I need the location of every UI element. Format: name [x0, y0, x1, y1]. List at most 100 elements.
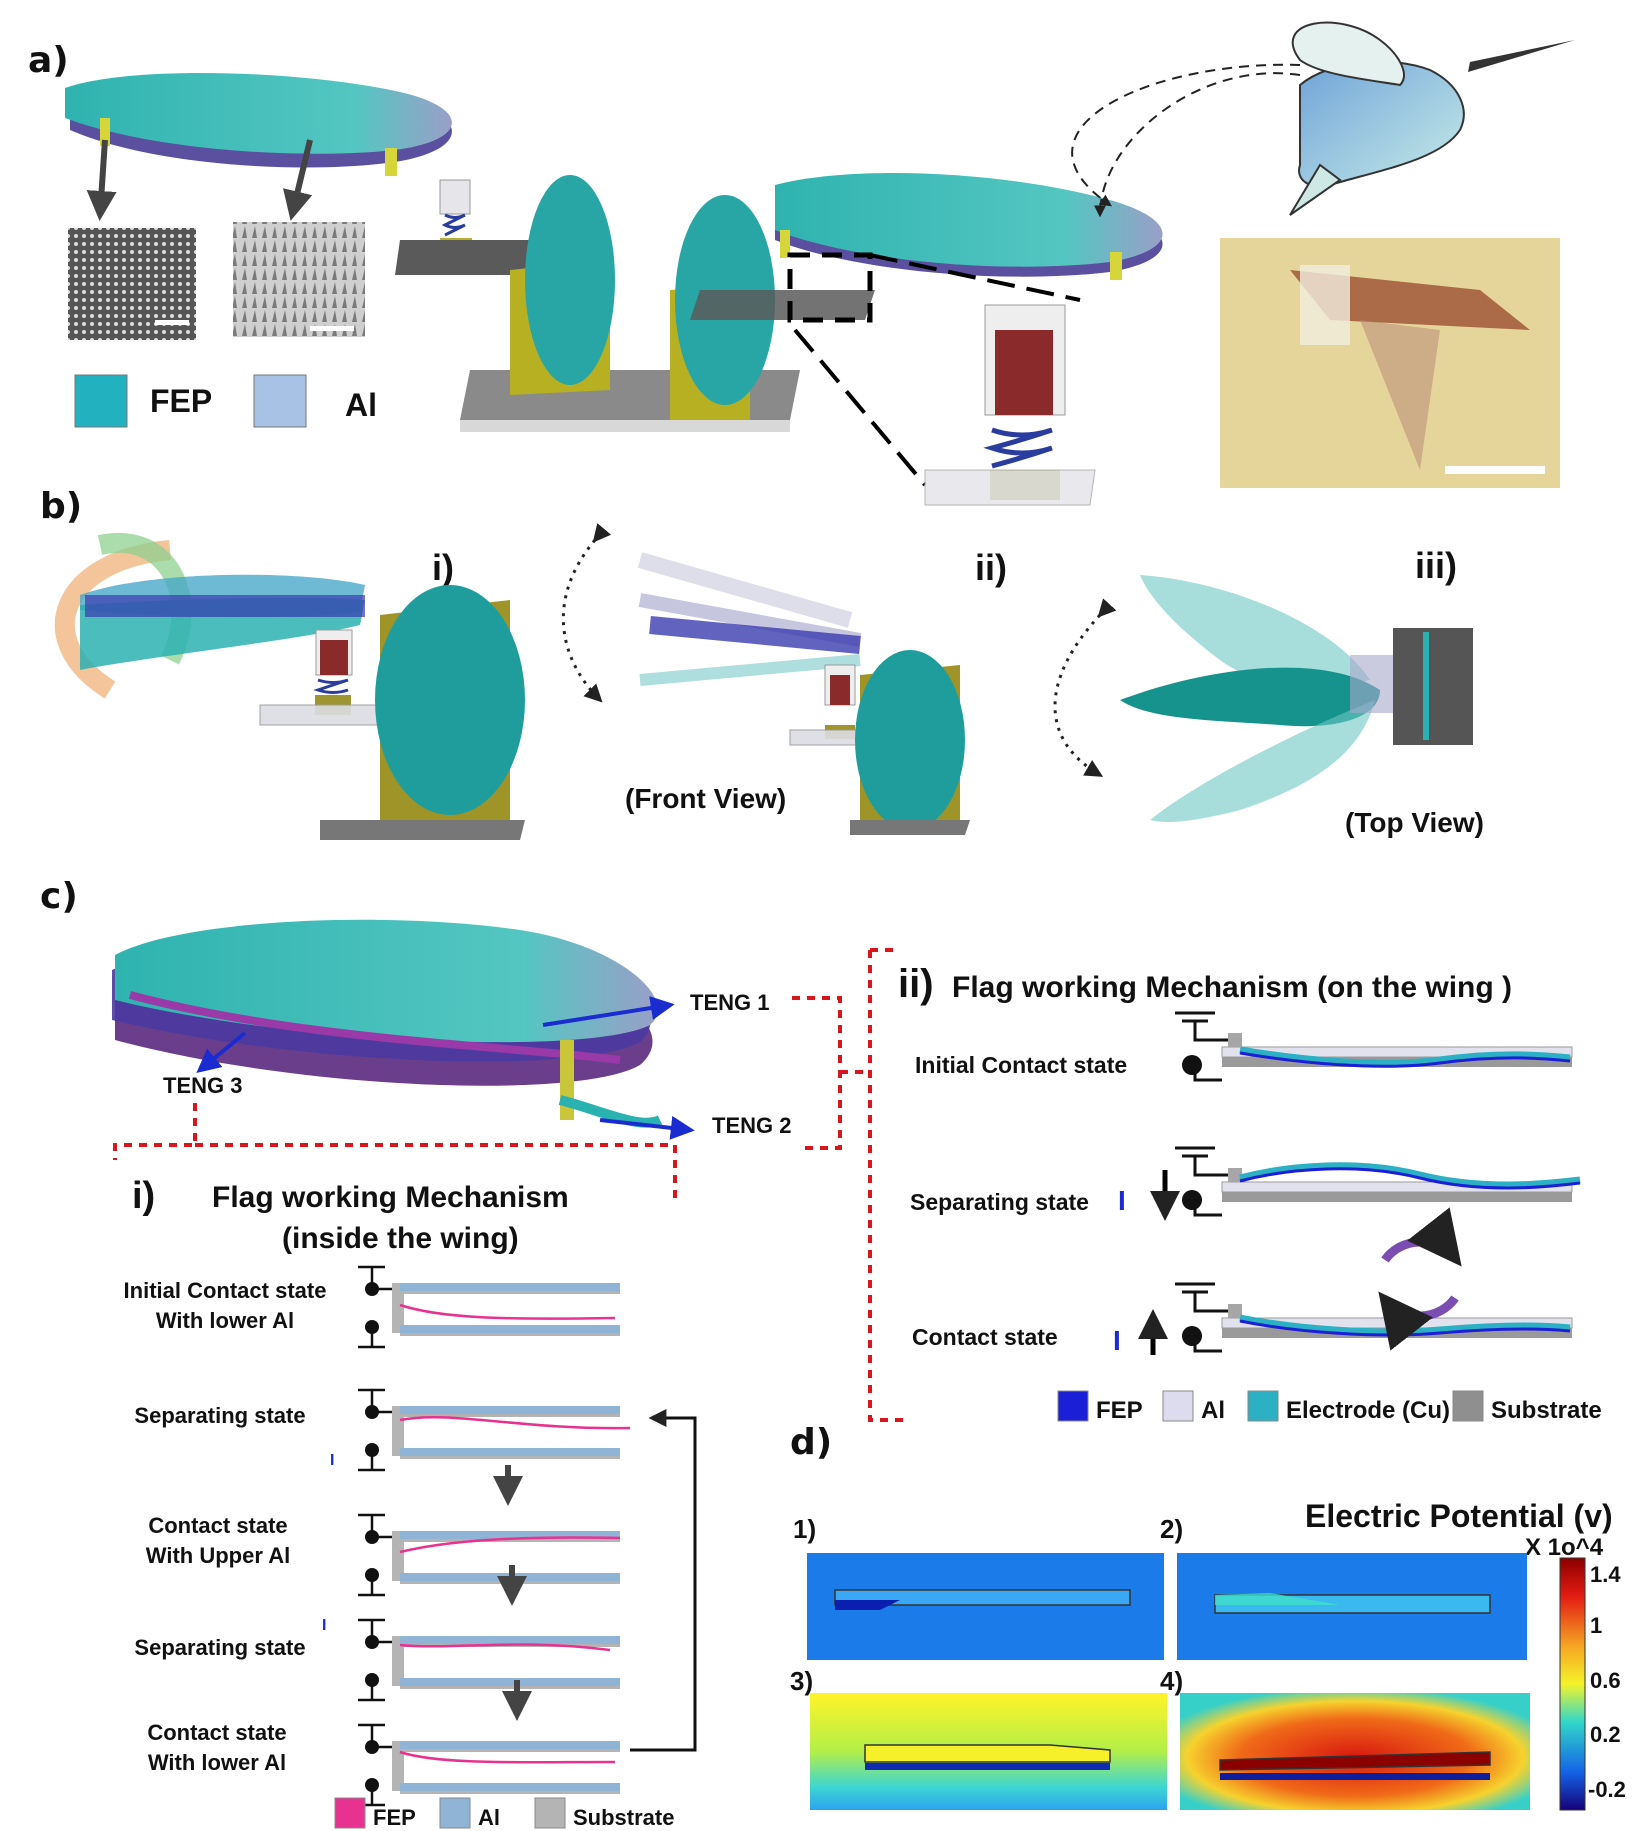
label-teng2: TENG 2: [712, 1113, 791, 1138]
colorbar-tick-2: 1: [1590, 1613, 1602, 1638]
panel-b-label-iii: iii): [1415, 545, 1457, 586]
state-i-4-line-1: Separating state: [134, 1635, 305, 1660]
subplot-label-3: 3): [790, 1666, 813, 1696]
legend-label-fep: FEP: [1096, 1397, 1143, 1424]
subplot-label-1: 1): [793, 1514, 816, 1544]
panel-b-label-ii: ii): [975, 547, 1007, 588]
panel-label-c: c): [40, 876, 78, 917]
wing-side-view-i: [80, 574, 525, 840]
state-i-1-line-1: Initial Contact state: [124, 1278, 327, 1303]
arrow-teng2: [599, 1115, 695, 1140]
legend-swatch-substrate: [1452, 1390, 1484, 1422]
sem-image-al: [233, 222, 365, 337]
state-i-1-line-2: With lower Al: [156, 1308, 294, 1333]
legend-label-substrate: Substrate: [573, 1805, 674, 1830]
label-teng3: TENG 3: [163, 1073, 242, 1098]
legend-swatch-fep: [1057, 1390, 1089, 1422]
state-i-5-line-2: With lower Al: [148, 1750, 286, 1775]
scale-bar: [1445, 466, 1545, 474]
subplot-label-2: 2): [1160, 1514, 1183, 1544]
potential-subplot-2: [1177, 1553, 1527, 1660]
state-i-5-line-1: Contact state: [147, 1720, 286, 1745]
state-ii-separating: Separating state: [910, 1189, 1089, 1215]
legend-swatch-al: [1162, 1390, 1194, 1422]
wing-teng-overview: [112, 919, 663, 1128]
test-rig: [395, 175, 875, 432]
panel-label-a: a): [28, 40, 69, 81]
spring-joint-zoom: [924, 304, 1096, 506]
colorbar-tick-3: 0.6: [1590, 1668, 1621, 1693]
schematic-on-wing-3: [1175, 1282, 1573, 1353]
panel-label-d: d): [790, 1422, 832, 1463]
wing-upper-layer: [65, 72, 452, 154]
flap-range-arrow-front: [561, 523, 612, 703]
legend-swatch-electrode-cu-: [1247, 1390, 1279, 1422]
potential-subplot-3: [810, 1693, 1167, 1810]
panel-c-i-title-line1: Flag working Mechanism: [212, 1181, 569, 1214]
cycle-arrows-icon: [1378, 1207, 1462, 1351]
legend-swatch-fep: [334, 1797, 366, 1829]
spring-icon: [441, 213, 466, 237]
potential-subplot-4: [1180, 1693, 1530, 1810]
red-bracket-connectors: [113, 948, 905, 1422]
hummingbird-illustration: [1289, 21, 1575, 216]
legend-on-wing: FEP Al Electrode (Cu) Substrate: [1057, 1390, 1602, 1424]
current-label-separating: I: [1118, 1185, 1126, 1216]
current-label-i-2: I: [322, 1617, 326, 1634]
schematic-inside-wing-1: [358, 1265, 620, 1349]
zoom-box: [787, 252, 873, 323]
colorbar-tick-5: -0.2: [1588, 1777, 1626, 1802]
legend-swatch-substrate: [534, 1797, 566, 1829]
potential-multiplier: X 1o^4: [1525, 1534, 1604, 1561]
top-view-caption: (Top View): [1345, 807, 1484, 838]
schematic-inside-wing-2: [358, 1388, 631, 1472]
potential-subplot-1: [807, 1553, 1164, 1660]
schematic-on-wing-1: [1175, 1011, 1573, 1082]
panel-b-label-i: i): [432, 547, 454, 588]
state-i-3-line-1: Contact state: [148, 1513, 287, 1538]
legend-label-electrode-cu-: Electrode (Cu): [1286, 1397, 1450, 1424]
legend-label-fep: FEP: [150, 383, 212, 419]
legend-swatch-fep: [74, 374, 128, 428]
schematic-inside-wing-5: [358, 1723, 620, 1807]
front-view-caption: (Front View): [625, 783, 786, 814]
state-i-3-line-2: With Upper Al: [146, 1543, 290, 1568]
flap-range-arrow-top: [1053, 598, 1117, 777]
legend-swatch-al: [439, 1797, 471, 1829]
state-ii-contact: Contact state: [912, 1324, 1058, 1350]
sem-pointer-arrow-1: [86, 139, 117, 221]
subplot-label-4: 4): [1160, 1666, 1183, 1696]
colorbar-tick-1: 1.4: [1590, 1562, 1621, 1587]
link-arrow-photo: [1094, 72, 1301, 218]
legend-label-al: Al: [1201, 1397, 1225, 1424]
link-arrow-wing: [1071, 63, 1301, 207]
sequence-arrows: [493, 1465, 532, 1721]
schematic-inside-wing-4: [358, 1618, 620, 1702]
current-label-contact: I: [1113, 1325, 1121, 1356]
schematics-on-wing: [1175, 1011, 1581, 1353]
panel-c-i-title-line2: (inside the wing): [282, 1222, 519, 1255]
rotary-disc-1: [525, 175, 615, 385]
legend-label-substrate: Substrate: [1491, 1397, 1602, 1424]
panel-label-b: b): [40, 486, 82, 527]
schematic-on-wing-2: [1175, 1146, 1581, 1217]
schematics-inside-wing: [358, 1265, 631, 1807]
wing-front-view: [637, 552, 970, 835]
colorbar: [1559, 1557, 1586, 1811]
sem-pointer-arrow-2: [283, 139, 313, 221]
legend-inside-wing: FEP Al Substrate: [334, 1797, 674, 1830]
panel-c-ii-title: Flag working Mechanism (on the wing ): [952, 971, 1512, 1004]
legend-label-al: Al: [478, 1805, 500, 1830]
wing-top-view: [1120, 575, 1473, 822]
loop-back-arrow: [630, 1409, 697, 1752]
label-teng1: TENG 1: [690, 990, 769, 1015]
colorbar-tick-4: 0.2: [1590, 1722, 1621, 1747]
legend-label-al: Al: [345, 387, 377, 423]
panel-c-ii-number: ii): [898, 962, 934, 1006]
state-ii-initial-contact: Initial Contact state: [915, 1052, 1127, 1078]
state-i-2-line-1: Separating state: [134, 1403, 305, 1428]
legend-label-fep: FEP: [373, 1805, 416, 1830]
panel-c-i-number: i): [132, 1175, 155, 1217]
